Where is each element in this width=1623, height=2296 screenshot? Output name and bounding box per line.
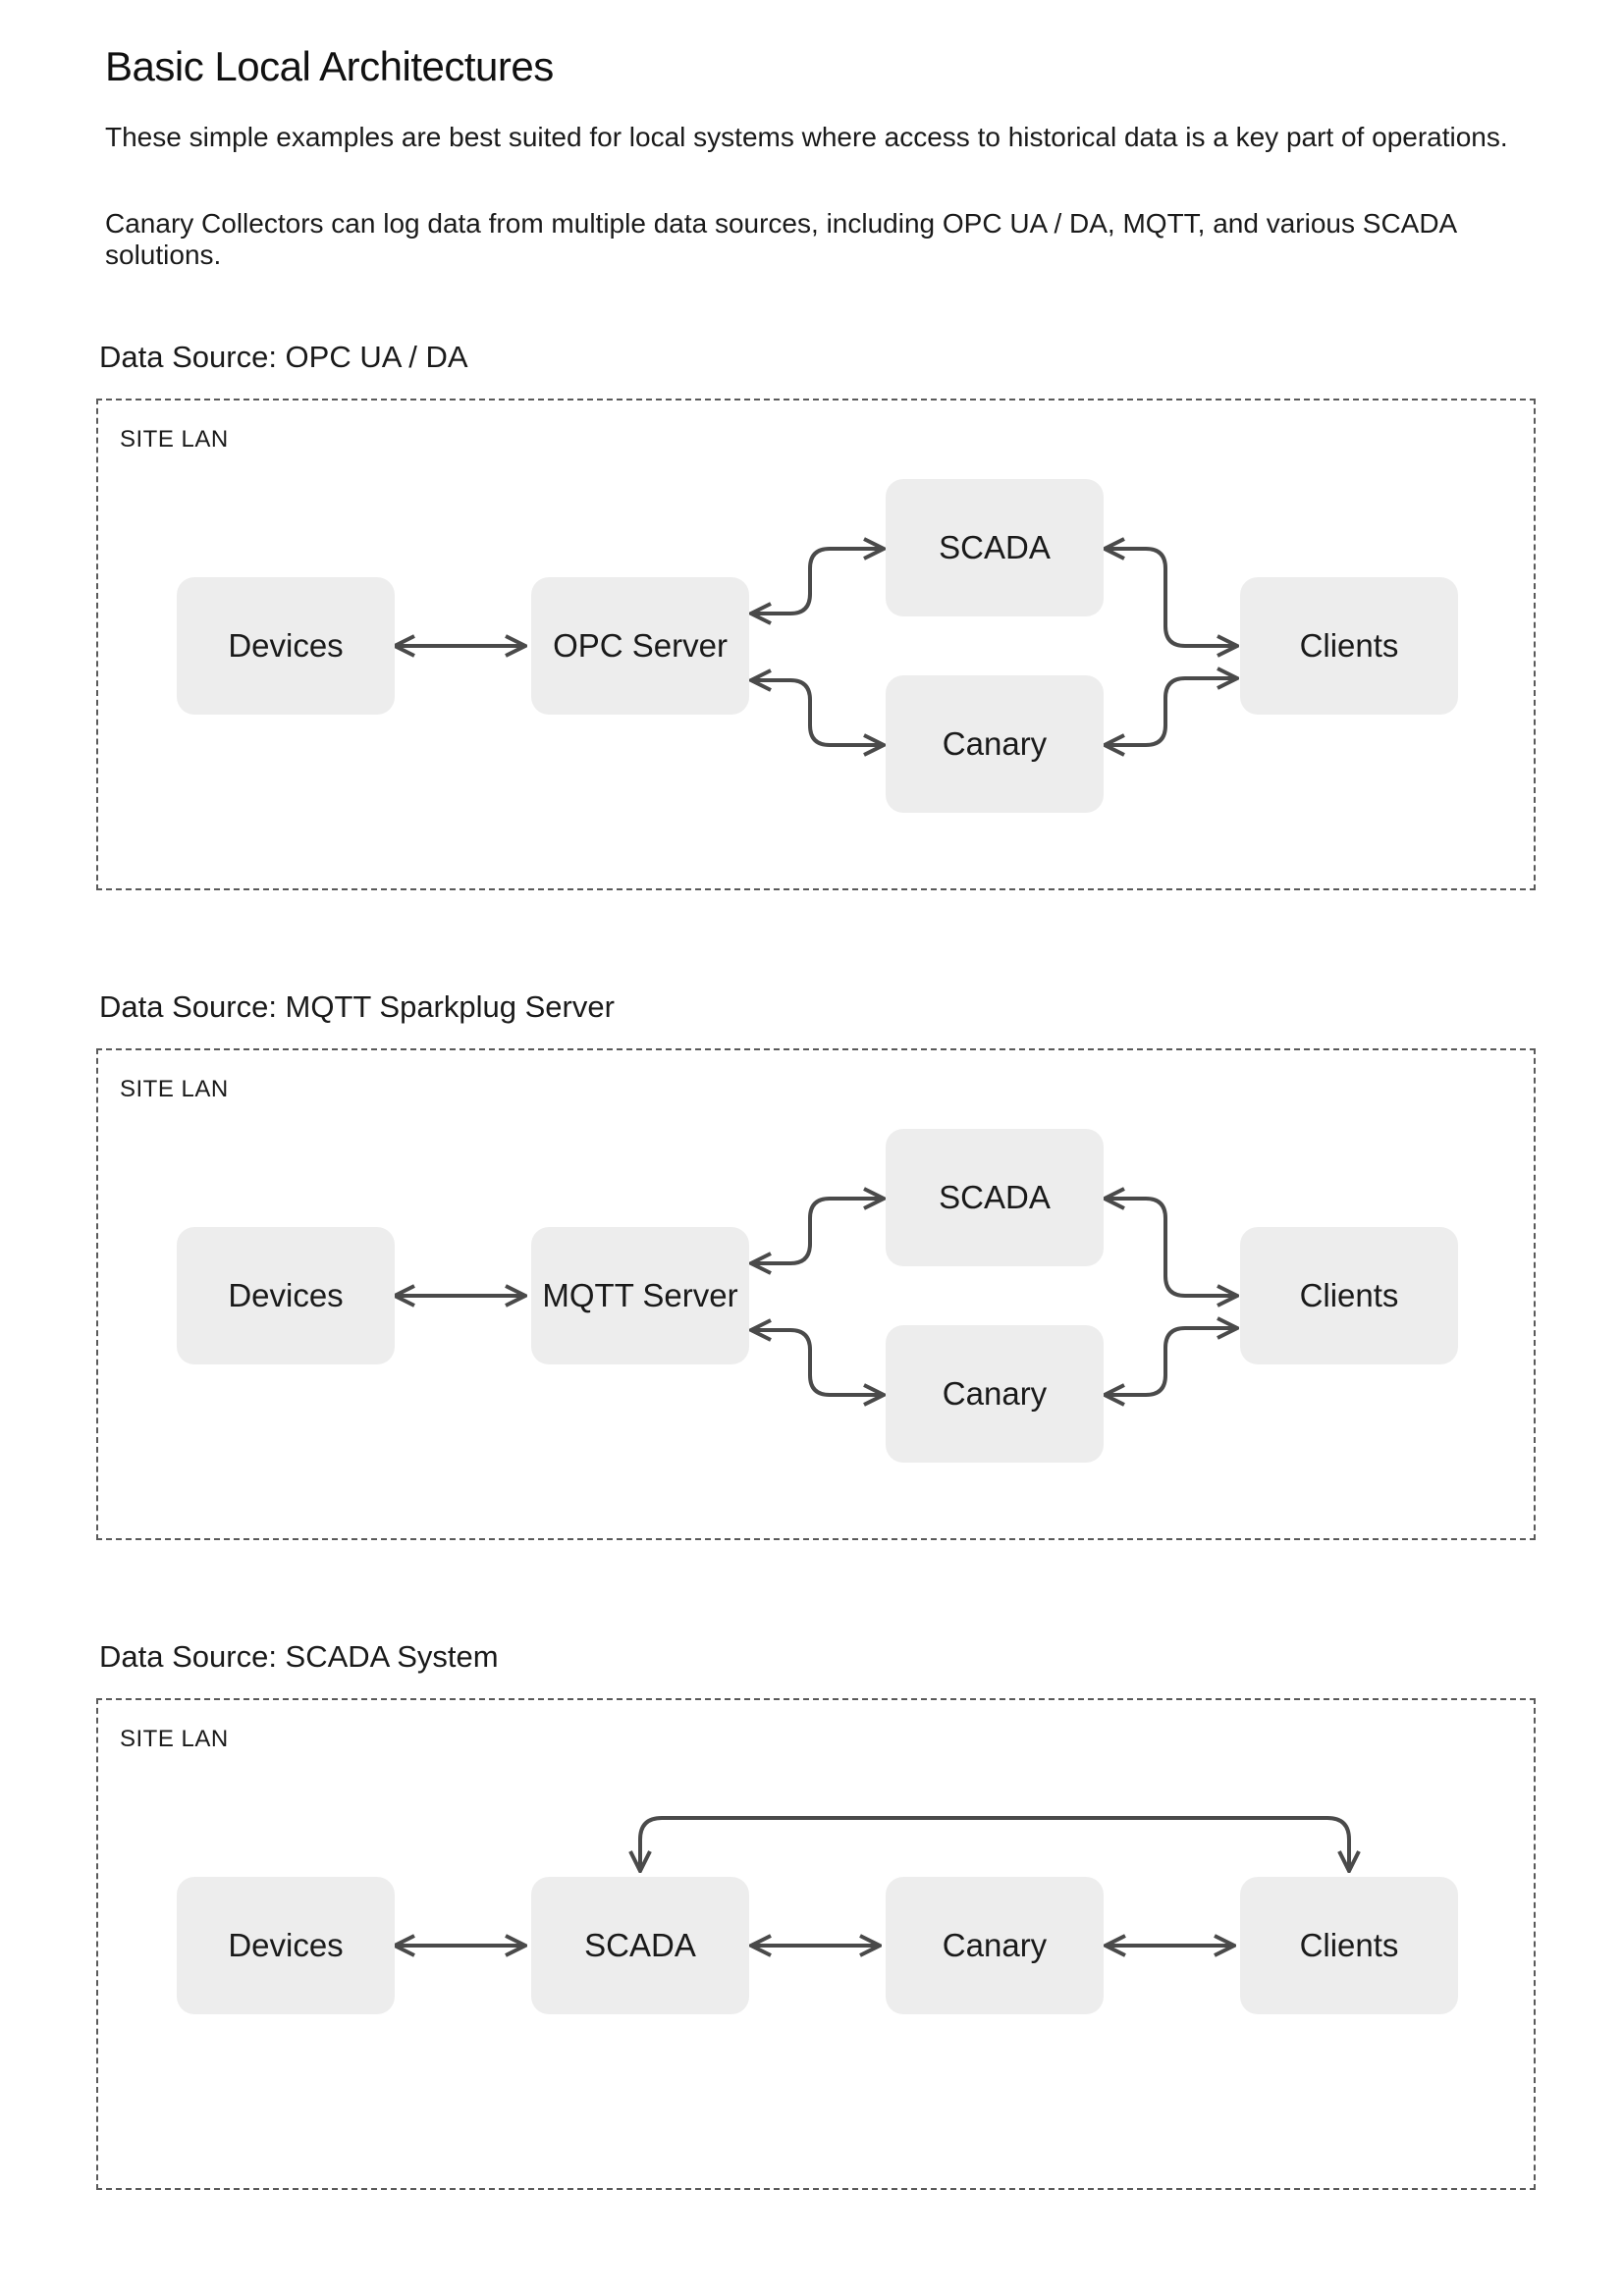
node-clients: Clients — [1240, 1227, 1458, 1364]
section-title-opc: Data Source: OPC UA / DA — [99, 340, 468, 374]
site-lan-panel-mqtt: SITE LAN Devices MQTT Server SCADA Canar… — [96, 1048, 1536, 1540]
node-devices: Devices — [177, 1227, 395, 1364]
site-lan-label: SITE LAN — [120, 1726, 229, 1752]
arrow-canary-clients — [1105, 1328, 1237, 1395]
node-canary: Canary — [886, 1325, 1104, 1463]
node-scada: SCADA — [531, 1877, 749, 2014]
arrow-canary-clients — [1105, 678, 1237, 745]
arrow-scada-clients — [1105, 1199, 1237, 1296]
intro-paragraph-2: Canary Collectors can log data from mult… — [105, 208, 1456, 270]
node-scada: SCADA — [886, 1129, 1104, 1266]
arrow-scada-clients — [1105, 549, 1237, 646]
arrow-server-canary — [751, 680, 884, 745]
connector-arrows — [98, 1050, 1538, 1542]
site-lan-panel-scada: SITE LAN Devices SCADA Canary Clients — [96, 1698, 1536, 2190]
arrow-server-scada — [751, 1199, 884, 1263]
intro-paragraph-1: These simple examples are best suited fo… — [105, 122, 1508, 152]
site-lan-label: SITE LAN — [120, 426, 229, 453]
site-lan-label: SITE LAN — [120, 1076, 229, 1102]
connector-arrows — [98, 1816, 1538, 2192]
page-title: Basic Local Architectures — [105, 43, 554, 89]
arrow-server-scada — [751, 549, 884, 614]
arrow-server-canary — [751, 1330, 884, 1395]
section-title-scada: Data Source: SCADA System — [99, 1639, 499, 1674]
node-scada: SCADA — [886, 479, 1104, 616]
node-mqtt-server: MQTT Server — [531, 1227, 749, 1364]
section-title-mqtt: Data Source: MQTT Sparkplug Server — [99, 989, 615, 1024]
node-devices: Devices — [177, 577, 395, 715]
site-lan-panel-opc: SITE LAN Devices OPC Server SCADA Canary… — [96, 399, 1536, 890]
node-devices: Devices — [177, 1877, 395, 2014]
node-canary: Canary — [886, 675, 1104, 813]
node-clients: Clients — [1240, 577, 1458, 715]
node-canary: Canary — [886, 1877, 1104, 2014]
node-opc-server: OPC Server — [531, 577, 749, 715]
arrow-scada-clients-over — [640, 1816, 1349, 1871]
node-clients: Clients — [1240, 1877, 1458, 2014]
connector-arrows — [98, 400, 1538, 892]
